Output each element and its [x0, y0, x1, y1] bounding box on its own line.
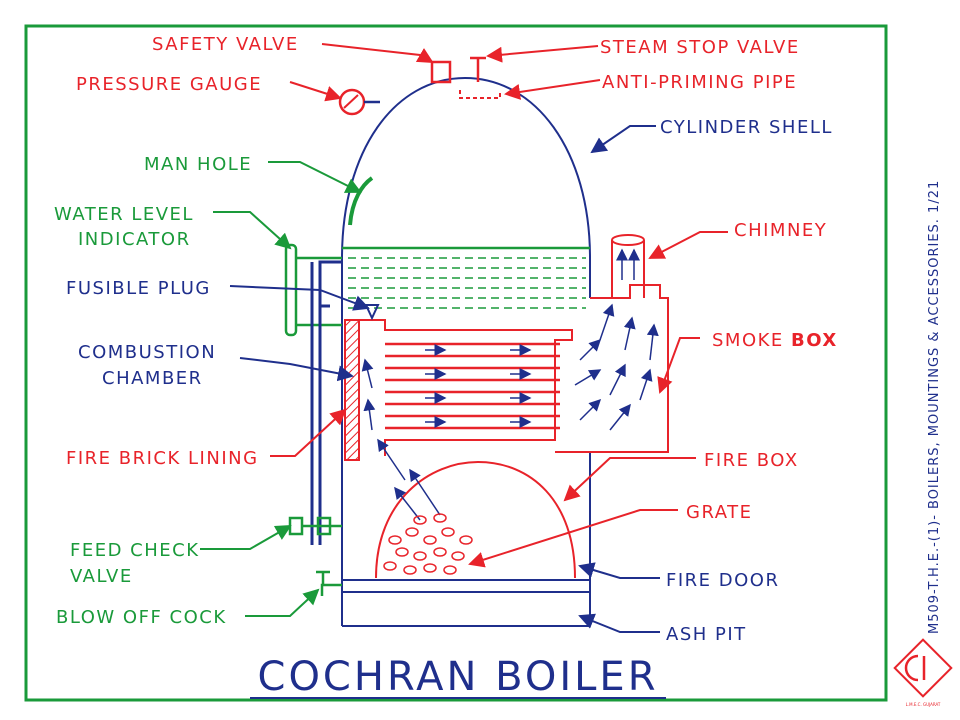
grate-coals	[383, 513, 473, 575]
label-ash-pit: ASH PIT	[666, 624, 747, 645]
safety-valve	[430, 60, 452, 84]
fire-box	[359, 319, 576, 579]
label-cylinder-shell: CYLINDER SHELL	[660, 117, 833, 138]
fusible-plug	[364, 304, 380, 321]
label-fire-brick-lining: FIRE BRICK LINING	[66, 448, 259, 469]
cylinder-shell	[341, 76, 591, 627]
water-region	[342, 246, 590, 309]
label-feed-check-1: FEED CHECK	[70, 540, 200, 561]
leader-lines	[200, 43, 728, 633]
feed-check-valve	[288, 516, 342, 536]
smoke-arrows	[574, 248, 659, 431]
fire-brick-lining	[344, 319, 360, 461]
labels: SAFETY VALVE PRESSURE GAUGE STEAM STOP V…	[54, 34, 838, 645]
label-anti-priming-pipe: ANTI-PRIMING PIPE	[602, 72, 797, 93]
label-combustion-2: CHAMBER	[102, 368, 203, 389]
label-safety-valve: SAFETY VALVE	[152, 34, 299, 55]
logo: L.M.E.C. GUJARAT	[893, 638, 953, 707]
smoke-box	[555, 284, 669, 453]
steam-stop-valve	[470, 56, 486, 82]
blow-off-cock	[316, 570, 342, 596]
label-man-hole: MAN HOLE	[144, 154, 252, 175]
label-water-level-2: INDICATOR	[78, 229, 191, 250]
chimney	[611, 234, 645, 298]
label-fire-door: FIRE DOOR	[666, 570, 779, 591]
smoke-tubes	[385, 342, 560, 430]
label-feed-check-2: VALVE	[70, 566, 133, 587]
flue-gas-arrows	[361, 344, 532, 521]
label-smoke-box: SMOKE BOX	[712, 330, 838, 351]
label-fire-box: FIRE BOX	[704, 450, 799, 471]
man-hole	[348, 176, 374, 226]
side-note: M509-T.H.E.-(1)- BOILERS, MOUNTINGS & AC…	[927, 180, 942, 634]
label-water-level-1: WATER LEVEL	[54, 204, 194, 225]
anti-priming-pipe	[459, 90, 501, 99]
label-steam-stop-valve: STEAM STOP VALVE	[600, 37, 800, 58]
feed-pipe	[318, 260, 342, 545]
page-title: COCHRAN BOILER	[258, 654, 659, 700]
diagram-border	[24, 24, 888, 702]
label-blow-off-cock: BLOW OFF COCK	[56, 607, 227, 628]
label-combustion-1: COMBUSTION	[78, 342, 216, 363]
label-grate: GRATE	[686, 502, 753, 523]
logo-text: L.M.E.C. GUJARAT	[906, 702, 941, 707]
label-pressure-gauge: PRESSURE GAUGE	[76, 74, 262, 95]
label-fusible-plug: FUSIBLE PLUG	[66, 278, 211, 299]
label-chimney: CHIMNEY	[734, 220, 827, 241]
pressure-gauge	[338, 88, 380, 116]
